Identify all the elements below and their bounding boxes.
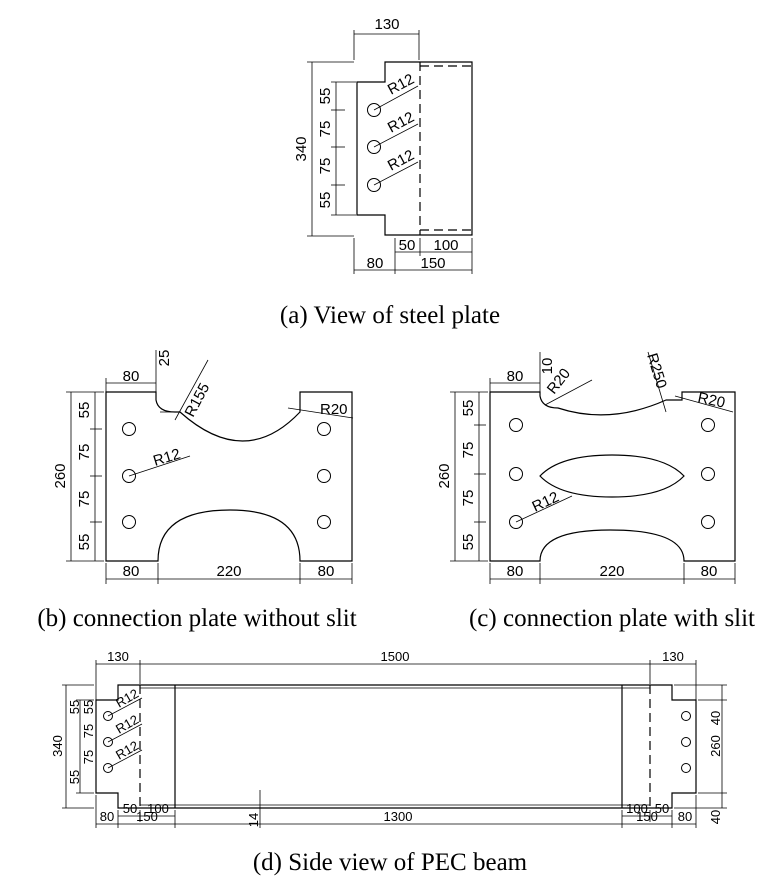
panel-d-dim-right-2: 260 (708, 735, 723, 757)
panel-d-radius-label-1: R12 (113, 686, 141, 711)
panel-c-radius-arc: R250 (643, 351, 670, 390)
panel-d-bolt-hole-5 (681, 737, 691, 747)
panel-a-leader-1 (373, 85, 419, 111)
panel-a-radius-label-1: R12 (385, 71, 417, 99)
panel-d-dim-top-left: 130 (107, 649, 129, 664)
panel-d-dim-left-2: 55 (67, 700, 82, 714)
panel-c-dim-height: 260 (436, 463, 453, 488)
caption-a: (a) View of steel plate (280, 302, 500, 329)
panel-a-dim-bottom-1: 50 (399, 237, 416, 254)
panel-a-outline (356, 61, 473, 236)
panel-c-dim-spacing-2: 75 (460, 442, 477, 459)
panel-c-dim-spacing-1: 55 (460, 400, 477, 417)
panel-a-dim-spacing-1: 55 (317, 88, 334, 105)
panel-c-bolt-hole-4 (701, 418, 715, 432)
panel-c-dim-top-80: 80 (507, 368, 524, 385)
panel-d-dim-left-4: 55 (67, 770, 82, 784)
panel-c-dim-bottom-2: 220 (599, 563, 624, 580)
panel-b-dim-bottom-1: 80 (123, 563, 140, 580)
panel-b-bolt-hole-6 (317, 515, 331, 529)
panel-a-leader-3 (373, 161, 419, 186)
panel-a-dim-bottom-2: 100 (433, 237, 458, 254)
panel-d-bolt-hole-4 (681, 711, 691, 721)
panel-d-dim-bottom-6: 1300 (384, 809, 413, 824)
panel-d-dim-right-3: 40 (708, 810, 723, 824)
panel-d-dim-left-3: 75 (81, 724, 96, 738)
panel-b-dim-bottom-2: 220 (216, 563, 241, 580)
panel-c-bolt-hole-6 (701, 515, 715, 529)
panel-b-dim-spacing-3: 75 (76, 491, 93, 508)
panel-d-dim-bottom-5: 14 (246, 813, 261, 827)
panel-c-bolt-hole-2 (509, 467, 523, 481)
panel-c-radius-corner-right: R20 (696, 389, 726, 411)
panel-d-dim-bottom-10: 80 (678, 809, 692, 824)
panel-b-outline (105, 391, 353, 562)
panel-b-connection-plate-without-slit: 80 25 R155 R20 R12 260 55 75 75 55 80 22… (37, 350, 356, 632)
panel-d-dim-top-right: 130 (662, 649, 684, 664)
panel-c-radius-hole: R12 (530, 489, 562, 516)
panel-d-outline (95, 684, 697, 809)
panel-c-outline (489, 391, 736, 562)
panel-c-dim-bottom-1: 80 (507, 563, 524, 580)
panel-d-dim-bottom-3: 100 (147, 801, 169, 816)
caption-d: (d) Side view of PEC beam (253, 849, 528, 876)
panel-c-dim-bottom-3: 80 (701, 563, 718, 580)
panel-a-dim-height: 340 (293, 136, 310, 161)
panel-a-dim-width-top: 130 (374, 16, 399, 33)
panel-d-dim-bottom-7: 100 (626, 801, 648, 816)
panel-a-dim-bottom-3: 80 (367, 255, 384, 272)
panel-b-dim-spacing-1: 55 (76, 402, 93, 419)
panel-b-dim-bottom-3: 80 (318, 563, 335, 580)
panel-a-steel-plate: R12 R12 R12 130 340 55 75 75 55 50 100 8… (280, 16, 500, 329)
panel-c-dim-spacing-4: 55 (460, 534, 477, 551)
panel-b-bolt-hole-1 (122, 422, 136, 436)
panel-b-dim-height: 260 (52, 463, 69, 488)
panel-a-radius-label-2: R12 (385, 109, 417, 137)
panel-d-dim-left-height: 340 (50, 735, 65, 757)
panel-d-dim-top-middle: 1500 (381, 649, 410, 664)
panel-b-bolt-hole-3 (122, 515, 136, 529)
panel-d-dim-left-1: 55 (81, 700, 96, 714)
panel-c-connection-plate-with-slit: 80 10 R20 R250 R20 R12 260 55 75 75 55 8… (436, 351, 755, 632)
panel-b-dim-spacing-4: 55 (76, 534, 93, 551)
panel-d-pec-beam-side-view: R12 R12 R12 130 1500 130 340 55 55 75 55… (50, 649, 727, 876)
panel-b-dim-spacing-2: 75 (76, 444, 93, 461)
panel-b-radius-corner: R20 (320, 401, 348, 418)
panel-d-radius-label-3: R12 (113, 738, 141, 763)
panel-b-dim-top-80: 80 (123, 368, 140, 385)
panel-d-dim-bottom-8: 50 (655, 801, 669, 816)
panel-c-bolt-hole-5 (701, 467, 715, 481)
panel-c-dim-top-10: 10 (539, 358, 556, 375)
panel-a-dim-spacing-2: 75 (317, 121, 334, 138)
panel-c-bolt-hole-1 (509, 418, 523, 432)
panel-a-leader-2 (373, 123, 419, 148)
panel-b-dim-top-25: 25 (156, 350, 173, 367)
panel-d-radius-label-2: R12 (113, 712, 141, 737)
caption-c: (c) connection plate with slit (469, 605, 755, 632)
panel-a-dim-spacing-4: 55 (317, 192, 334, 209)
panel-d-bolt-hole-6 (681, 763, 691, 773)
panel-b-bolt-hole-5 (317, 469, 331, 483)
panel-b-radius-hole: R12 (151, 446, 182, 470)
panel-b-bolt-hole-4 (317, 422, 331, 436)
panel-d-dim-bottom-2: 50 (123, 801, 137, 816)
panel-c-dim-spacing-3: 75 (460, 490, 477, 507)
panel-a-dim-spacing-3: 75 (317, 158, 334, 175)
panel-d-dim-bottom-9: 150 (636, 809, 658, 824)
panel-d-dim-left-5: 75 (81, 750, 96, 764)
panel-c-slit (539, 454, 685, 498)
caption-b: (b) connection plate without slit (37, 605, 356, 632)
panel-a-dim-bottom-4: 150 (420, 255, 445, 272)
panel-d-dim-bottom-4: 150 (136, 809, 158, 824)
panel-a-radius-label-3: R12 (385, 147, 417, 175)
panel-d-dim-right-1: 40 (708, 711, 723, 725)
panel-d-dim-bottom-1: 80 (100, 809, 114, 824)
